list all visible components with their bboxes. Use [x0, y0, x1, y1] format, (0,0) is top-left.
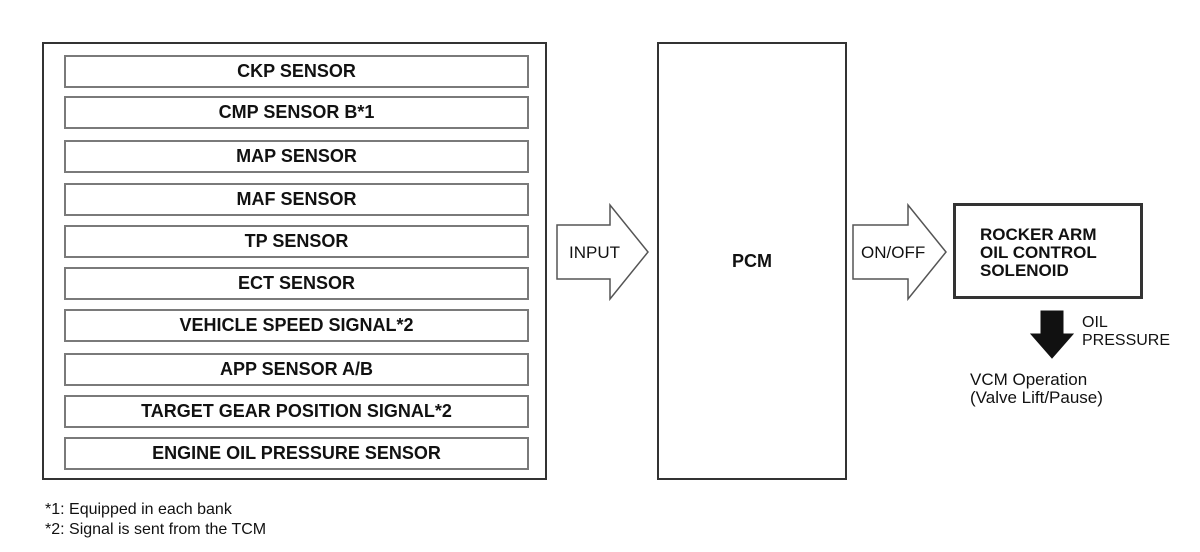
sensor-vehicle-speed: VEHICLE SPEED SIGNAL*2	[64, 309, 529, 342]
pcm-label: PCM	[732, 250, 772, 271]
input-label: INPUT	[569, 243, 620, 262]
footnote-2: *2: Signal is sent from the TCM	[45, 521, 267, 538]
vcm-operation-label: VCM Operation (Valve Lift/Pause)	[970, 371, 1103, 407]
sensor-ect: ECT SENSOR	[64, 267, 529, 300]
sensor-ckp: CKP SENSOR	[64, 55, 529, 88]
solenoid-box: ROCKER ARM OIL CONTROL SOLENOID	[953, 203, 1143, 299]
input-arrow-icon	[556, 202, 649, 302]
solenoid-line-2: OIL CONTROL	[980, 243, 1097, 262]
vcm-operation-line-2: (Valve Lift/Pause)	[970, 388, 1103, 407]
footnotes: *1: Equipped in each bank *2: Signal is …	[45, 500, 266, 540]
sensor-engine-oil-pressure: ENGINE OIL PRESSURE SENSOR	[64, 437, 529, 470]
vcm-operation-line-1: VCM Operation	[970, 370, 1088, 389]
footnote-1: *1: Equipped in each bank	[45, 501, 232, 518]
sensor-cmp-b: CMP SENSOR B*1	[64, 96, 529, 129]
oil-pressure-line-2: PRESSURE	[1082, 332, 1171, 349]
on-off-arrow-icon	[852, 202, 947, 302]
sensor-target-gear: TARGET GEAR POSITION SIGNAL*2	[64, 395, 529, 428]
sensor-tp: TP SENSOR	[64, 225, 529, 258]
solenoid-line-1: ROCKER ARM	[980, 225, 1097, 244]
pcm-box: PCM	[657, 42, 847, 480]
sensor-app: APP SENSOR A/B	[64, 353, 529, 386]
on-off-label: ON/OFF	[861, 243, 926, 262]
sensor-map: MAP SENSOR	[64, 140, 529, 173]
solenoid-line-3: SOLENOID	[980, 261, 1069, 280]
oil-pressure-line-1: OIL	[1082, 314, 1108, 331]
oil-pressure-label: OIL PRESSURE	[1082, 314, 1170, 350]
sensor-panel: CKP SENSOR CMP SENSOR B*1 MAP SENSOR MAF…	[42, 42, 547, 480]
sensor-maf: MAF SENSOR	[64, 183, 529, 216]
oil-pressure-arrow-icon	[1029, 310, 1075, 359]
